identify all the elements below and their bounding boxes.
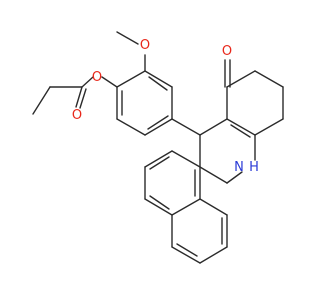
bond-ester-c-to-carbonyl-o-1: [75, 86, 83, 108]
ring-e-bond-3: [199, 246, 228, 264]
ring-d-bond-1: [171, 150, 201, 168]
ring-d-inner-3: [149, 195, 170, 210]
ring-a-bond-5: [116, 118, 146, 136]
bond-ester-c-to-carbonyl-o-2: [79, 88, 87, 109]
bond-ester-c-to-o: [81, 76, 94, 88]
atom-o-ester: O: [92, 70, 102, 85]
ring-a-bond-4: [144, 118, 173, 136]
ring-e-bond-2: [171, 246, 201, 264]
ring-c-bond-3: [254, 70, 284, 88]
ring-e-inner-1: [176, 243, 198, 257]
ring-d-bond-5: [171, 198, 201, 216]
structure-diagram: O O O O N H: [32, 31, 284, 264]
ring-a-inner-1: [148, 76, 168, 91]
ring-b-bond-1: [199, 118, 228, 136]
ring-d-inner-1: [149, 156, 170, 170]
ring-b-bond-2: [226, 118, 256, 136]
naphthalene-ring-1: [144, 150, 201, 216]
cyclohexenone-ring: [224, 59, 284, 136]
ring-b-bond-5: [199, 166, 228, 184]
atom-n-amine: N: [234, 160, 244, 175]
bond-aryl-to-c9: [171, 118, 201, 136]
ring-b-inner-1: [230, 124, 251, 138]
bond-methoxy-ch3: [116, 31, 139, 45]
ring-a-bond-1: [116, 70, 146, 88]
ring-c-bond-2: [226, 70, 256, 88]
atom-o-methoxy: O: [140, 38, 150, 53]
molecule-canvas: O O O O N H: [32, 31, 284, 264]
methoxyphenyl-ring: [116, 31, 173, 136]
atom-o-carbonyl-ester: O: [72, 108, 82, 123]
ring-a-bond-2: [144, 70, 173, 88]
naphthalene-ring-2: [171, 198, 228, 264]
ring-d-bond-2: [144, 150, 173, 168]
ring-a-inner-2: [147, 115, 169, 130]
ring-b-bond-4: [226, 171, 243, 184]
dihydropyridine-ring: [199, 118, 256, 184]
bond-ester-o-to-ring: [101, 76, 118, 88]
atom-h-amine: H: [249, 160, 259, 175]
ring-c-bond-5: [254, 118, 284, 136]
atom-o-ketone: O: [222, 44, 232, 59]
propionate-group: [32, 76, 118, 115]
ring-d-bond-4: [144, 198, 173, 216]
bond-ethyl-ch3: [32, 86, 51, 115]
ring-e-bond-5: [199, 198, 228, 216]
